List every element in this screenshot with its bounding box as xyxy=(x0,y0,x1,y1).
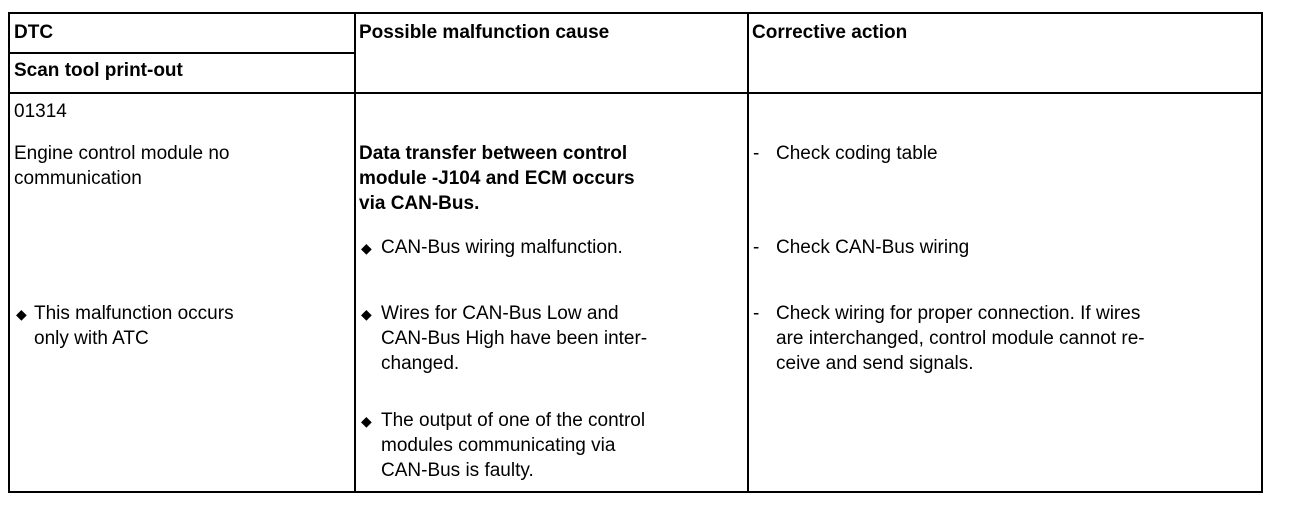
diamond-icon: ◆ xyxy=(361,240,372,256)
action-3-line-2: are interchanged, control module cannot … xyxy=(776,328,1145,349)
diamond-icon: ◆ xyxy=(361,413,372,429)
action-3-line-3: ceive and send signals. xyxy=(776,353,974,374)
cause-bullet-2-line-2: CAN-Bus High have been inter- xyxy=(381,328,648,349)
header-dtc: DTC xyxy=(14,22,54,43)
dtc-description-line-1: Engine control module no xyxy=(14,143,230,164)
diamond-icon: ◆ xyxy=(16,306,27,322)
cause-bullet-1-line-1: CAN-Bus wiring malfunction. xyxy=(381,237,623,258)
note-line-1: This malfunction occurs xyxy=(34,303,234,324)
cause-bullet-2-line-1: Wires for CAN-Bus Low and xyxy=(381,303,619,324)
note-bullet: ◆ xyxy=(16,302,31,328)
cause-bullet-2-marker: ◆ xyxy=(361,302,376,328)
dtc-description-line-2: communication xyxy=(14,168,142,189)
action-2-line-1: Check CAN-Bus wiring xyxy=(776,237,970,258)
column-divider xyxy=(747,14,749,491)
header-divider-dtc xyxy=(10,52,354,54)
action-1-dash: - xyxy=(753,143,760,164)
cause-bullet-3-line-1: The output of one of the control xyxy=(381,410,646,431)
action-3-line-1: Check wiring for proper connection. If w… xyxy=(776,303,1141,324)
header-bottom-divider xyxy=(10,92,1261,94)
action-2-dash: - xyxy=(753,237,760,258)
action-1-line-1: Check coding table xyxy=(776,143,938,164)
dtc-code: 01314 xyxy=(14,101,67,122)
cause-bullet-2-line-3: changed. xyxy=(381,353,460,374)
cause-summary-line-3: via CAN-Bus. xyxy=(359,193,480,214)
header-scan-tool: Scan tool print-out xyxy=(14,60,183,81)
diamond-icon: ◆ xyxy=(361,306,372,322)
column-divider xyxy=(354,14,356,491)
header-action: Corrective action xyxy=(752,22,908,43)
note-line-2: only with ATC xyxy=(34,328,149,349)
cause-bullet-3-line-2: modules communicating via xyxy=(381,435,616,456)
dtc-table: DTC Scan tool print-out Possible malfunc… xyxy=(8,12,1263,493)
cause-bullet-3-marker: ◆ xyxy=(361,409,376,435)
cause-bullet-1-marker: ◆ xyxy=(361,236,376,262)
action-3-dash: - xyxy=(753,303,760,324)
cause-summary-line-1: Data transfer between control xyxy=(359,143,628,164)
cause-summary-line-2: module -J104 and ECM occurs xyxy=(359,168,635,189)
cause-bullet-3-line-3: CAN-Bus is faulty. xyxy=(381,460,534,481)
header-cause: Possible malfunction cause xyxy=(359,22,610,43)
